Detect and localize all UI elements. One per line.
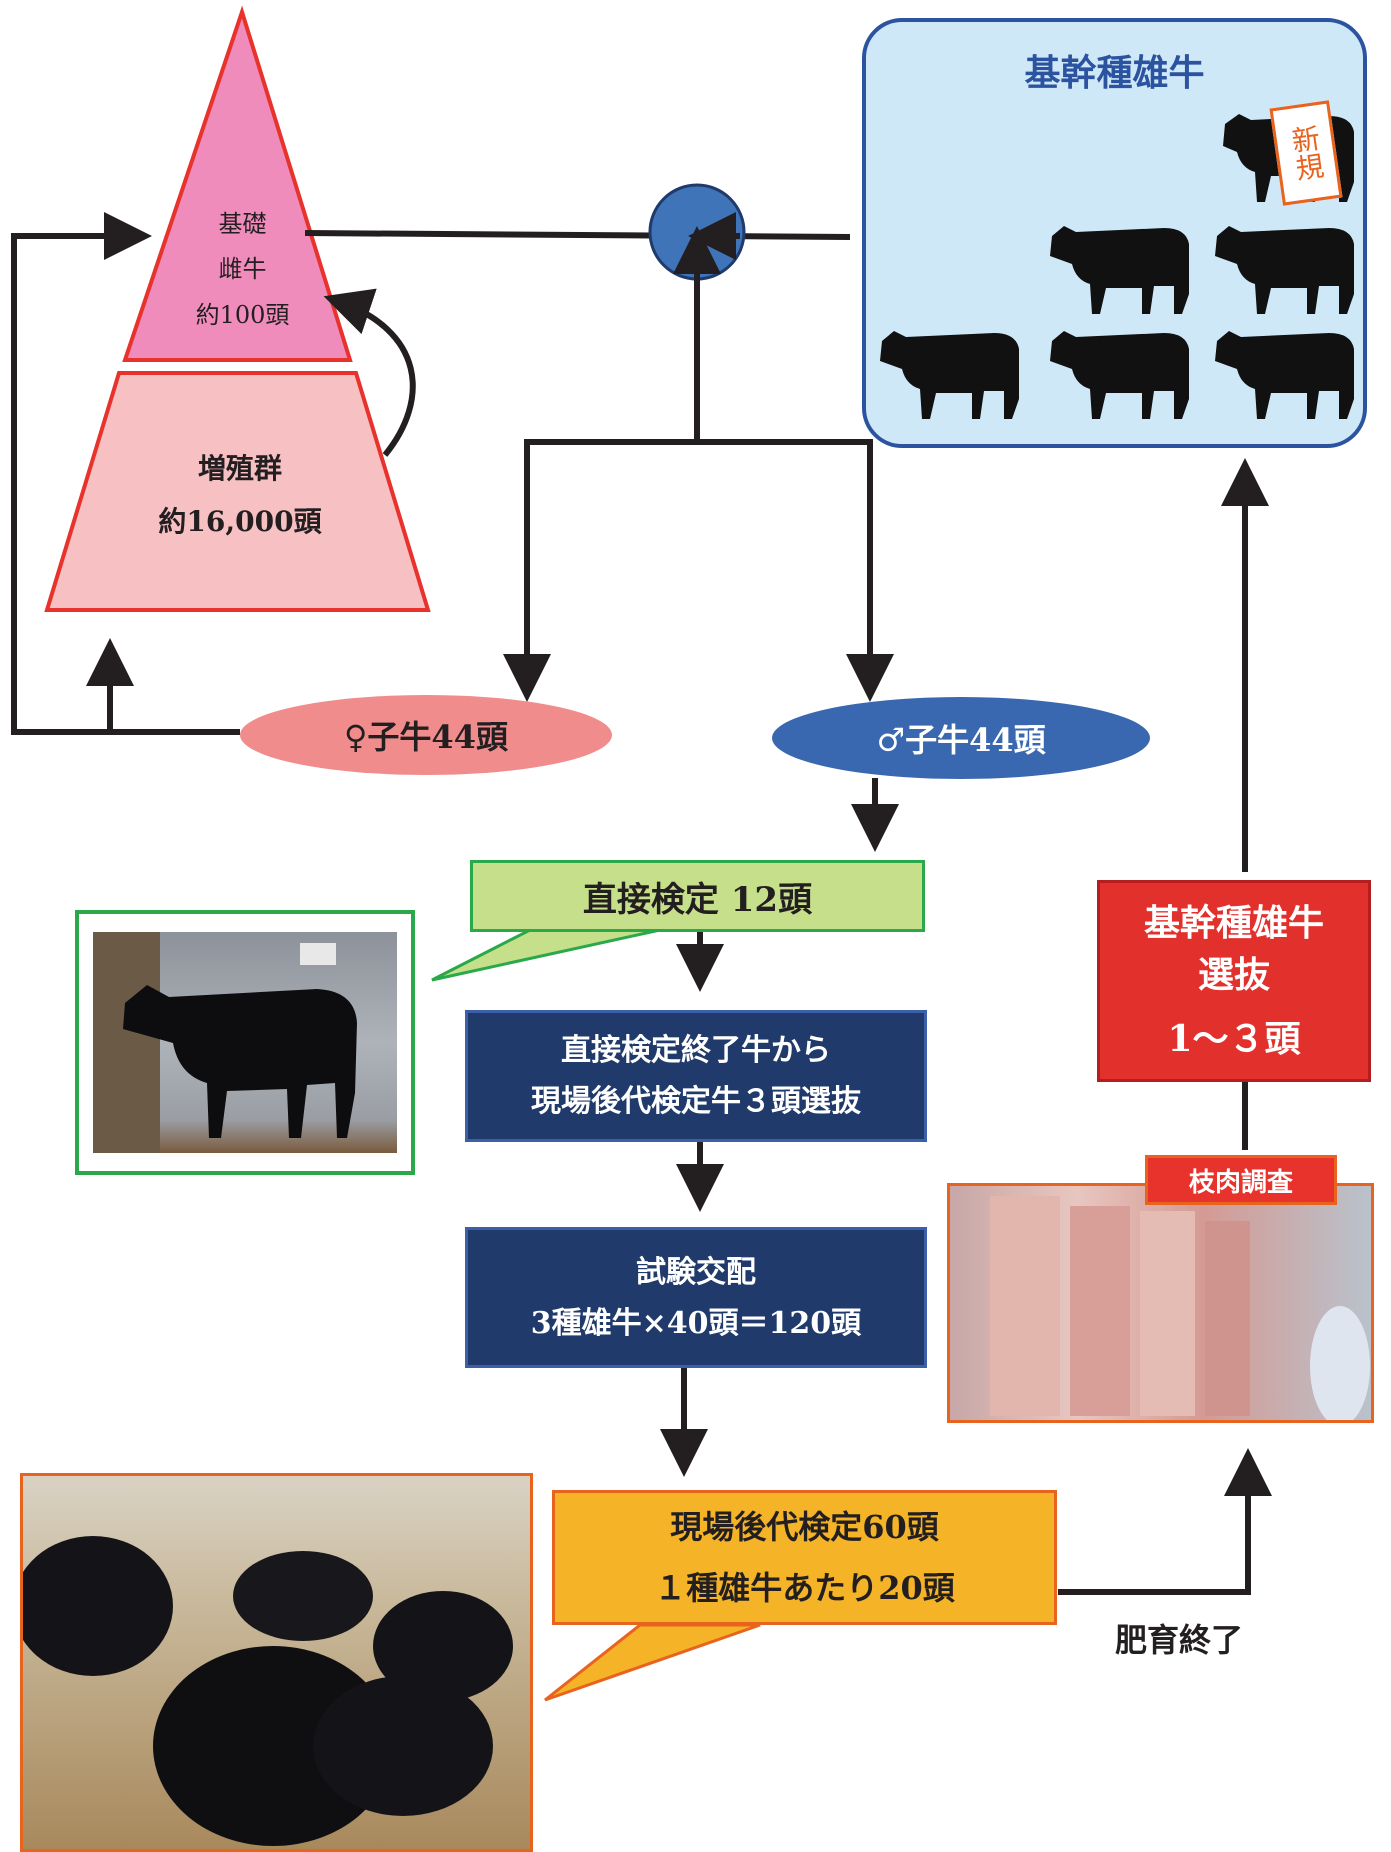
bull-icon xyxy=(880,331,1019,419)
direct-test-box: 直接検定 12頭 xyxy=(470,860,925,932)
test-mating-box: 試験交配 3種雄牛×40頭＝120頭 xyxy=(465,1227,927,1368)
pyramid-top-label: 基礎 雌牛 約100頭 xyxy=(170,195,315,345)
mating-line2: 3種雄牛×40頭＝120頭 xyxy=(530,1305,862,1341)
fattening-done-label: 肥育終了 xyxy=(1115,1621,1244,1659)
cattle-group-photo xyxy=(20,1473,533,1852)
pyramid-bottom-line2: 約16,000頭 xyxy=(158,505,322,538)
selection-line1: 基幹種雄牛 xyxy=(1143,901,1324,944)
progeny-line1: 現場後代検定60頭 xyxy=(670,1507,939,1546)
mating-line1: 試験交配 xyxy=(636,1254,756,1290)
select-progeny-test-box: 直接検定終了牛から 現場後代検定牛３頭選抜 xyxy=(465,1010,927,1142)
select-line1: 直接検定終了牛から xyxy=(561,1033,831,1068)
bull-icon xyxy=(1215,226,1354,314)
bull-figure xyxy=(123,984,358,1138)
female-calves-oval: ♀子牛44頭 xyxy=(240,695,612,775)
female-calves-label: ♀子牛44頭 xyxy=(344,718,508,756)
carcass-survey-text: 枝肉調査 xyxy=(1188,1167,1293,1198)
selection-line3: 1～３頭 xyxy=(1167,1018,1301,1061)
pyramid-bottom-label: 増殖群 約16,000頭 xyxy=(120,440,360,550)
direct-test-label: 直接検定 12頭 xyxy=(582,879,813,920)
pyramid-top xyxy=(122,5,353,362)
pyramid-bottom-line1: 増殖群 xyxy=(197,451,282,485)
bull-icon xyxy=(1050,331,1189,419)
bull-icon xyxy=(1050,226,1189,314)
key-bulls-title: 基幹種雄牛 xyxy=(1024,52,1205,94)
progeny-test-box: 現場後代検定60頭 １種雄牛あたり20頭 xyxy=(552,1490,1057,1625)
male-calves-label: ♂子牛44頭 xyxy=(876,721,1046,759)
carcass-figure xyxy=(990,1196,1370,1420)
key-bulls-box: 基幹種雄牛 新規 xyxy=(862,18,1367,448)
progeny-line2: １種雄牛あたり20頭 xyxy=(654,1568,955,1607)
curved-arrow xyxy=(323,288,416,457)
bull-photo xyxy=(75,910,415,1175)
pyramid-top-line1: 基礎 xyxy=(218,209,267,238)
pyramid-bottom xyxy=(44,371,431,612)
pyramid-top-line2: 雌牛 xyxy=(218,255,267,284)
carcass-photo xyxy=(947,1183,1374,1423)
new-stamp-text: 新規 xyxy=(1286,122,1327,183)
bull-icon xyxy=(1215,331,1354,419)
selection-line2: 選抜 xyxy=(1197,953,1270,996)
cattle-group-figure xyxy=(23,1536,513,1846)
key-bull-selection-box: 基幹種雄牛 選抜 1～３頭 xyxy=(1097,880,1371,1082)
male-calves-oval: ♂子牛44頭 xyxy=(772,697,1150,779)
select-line2: 現場後代検定牛３頭選抜 xyxy=(531,1084,861,1119)
pyramid-top-line3: 約100頭 xyxy=(195,300,290,329)
carcass-survey-label: 枝肉調査 xyxy=(1145,1155,1337,1205)
